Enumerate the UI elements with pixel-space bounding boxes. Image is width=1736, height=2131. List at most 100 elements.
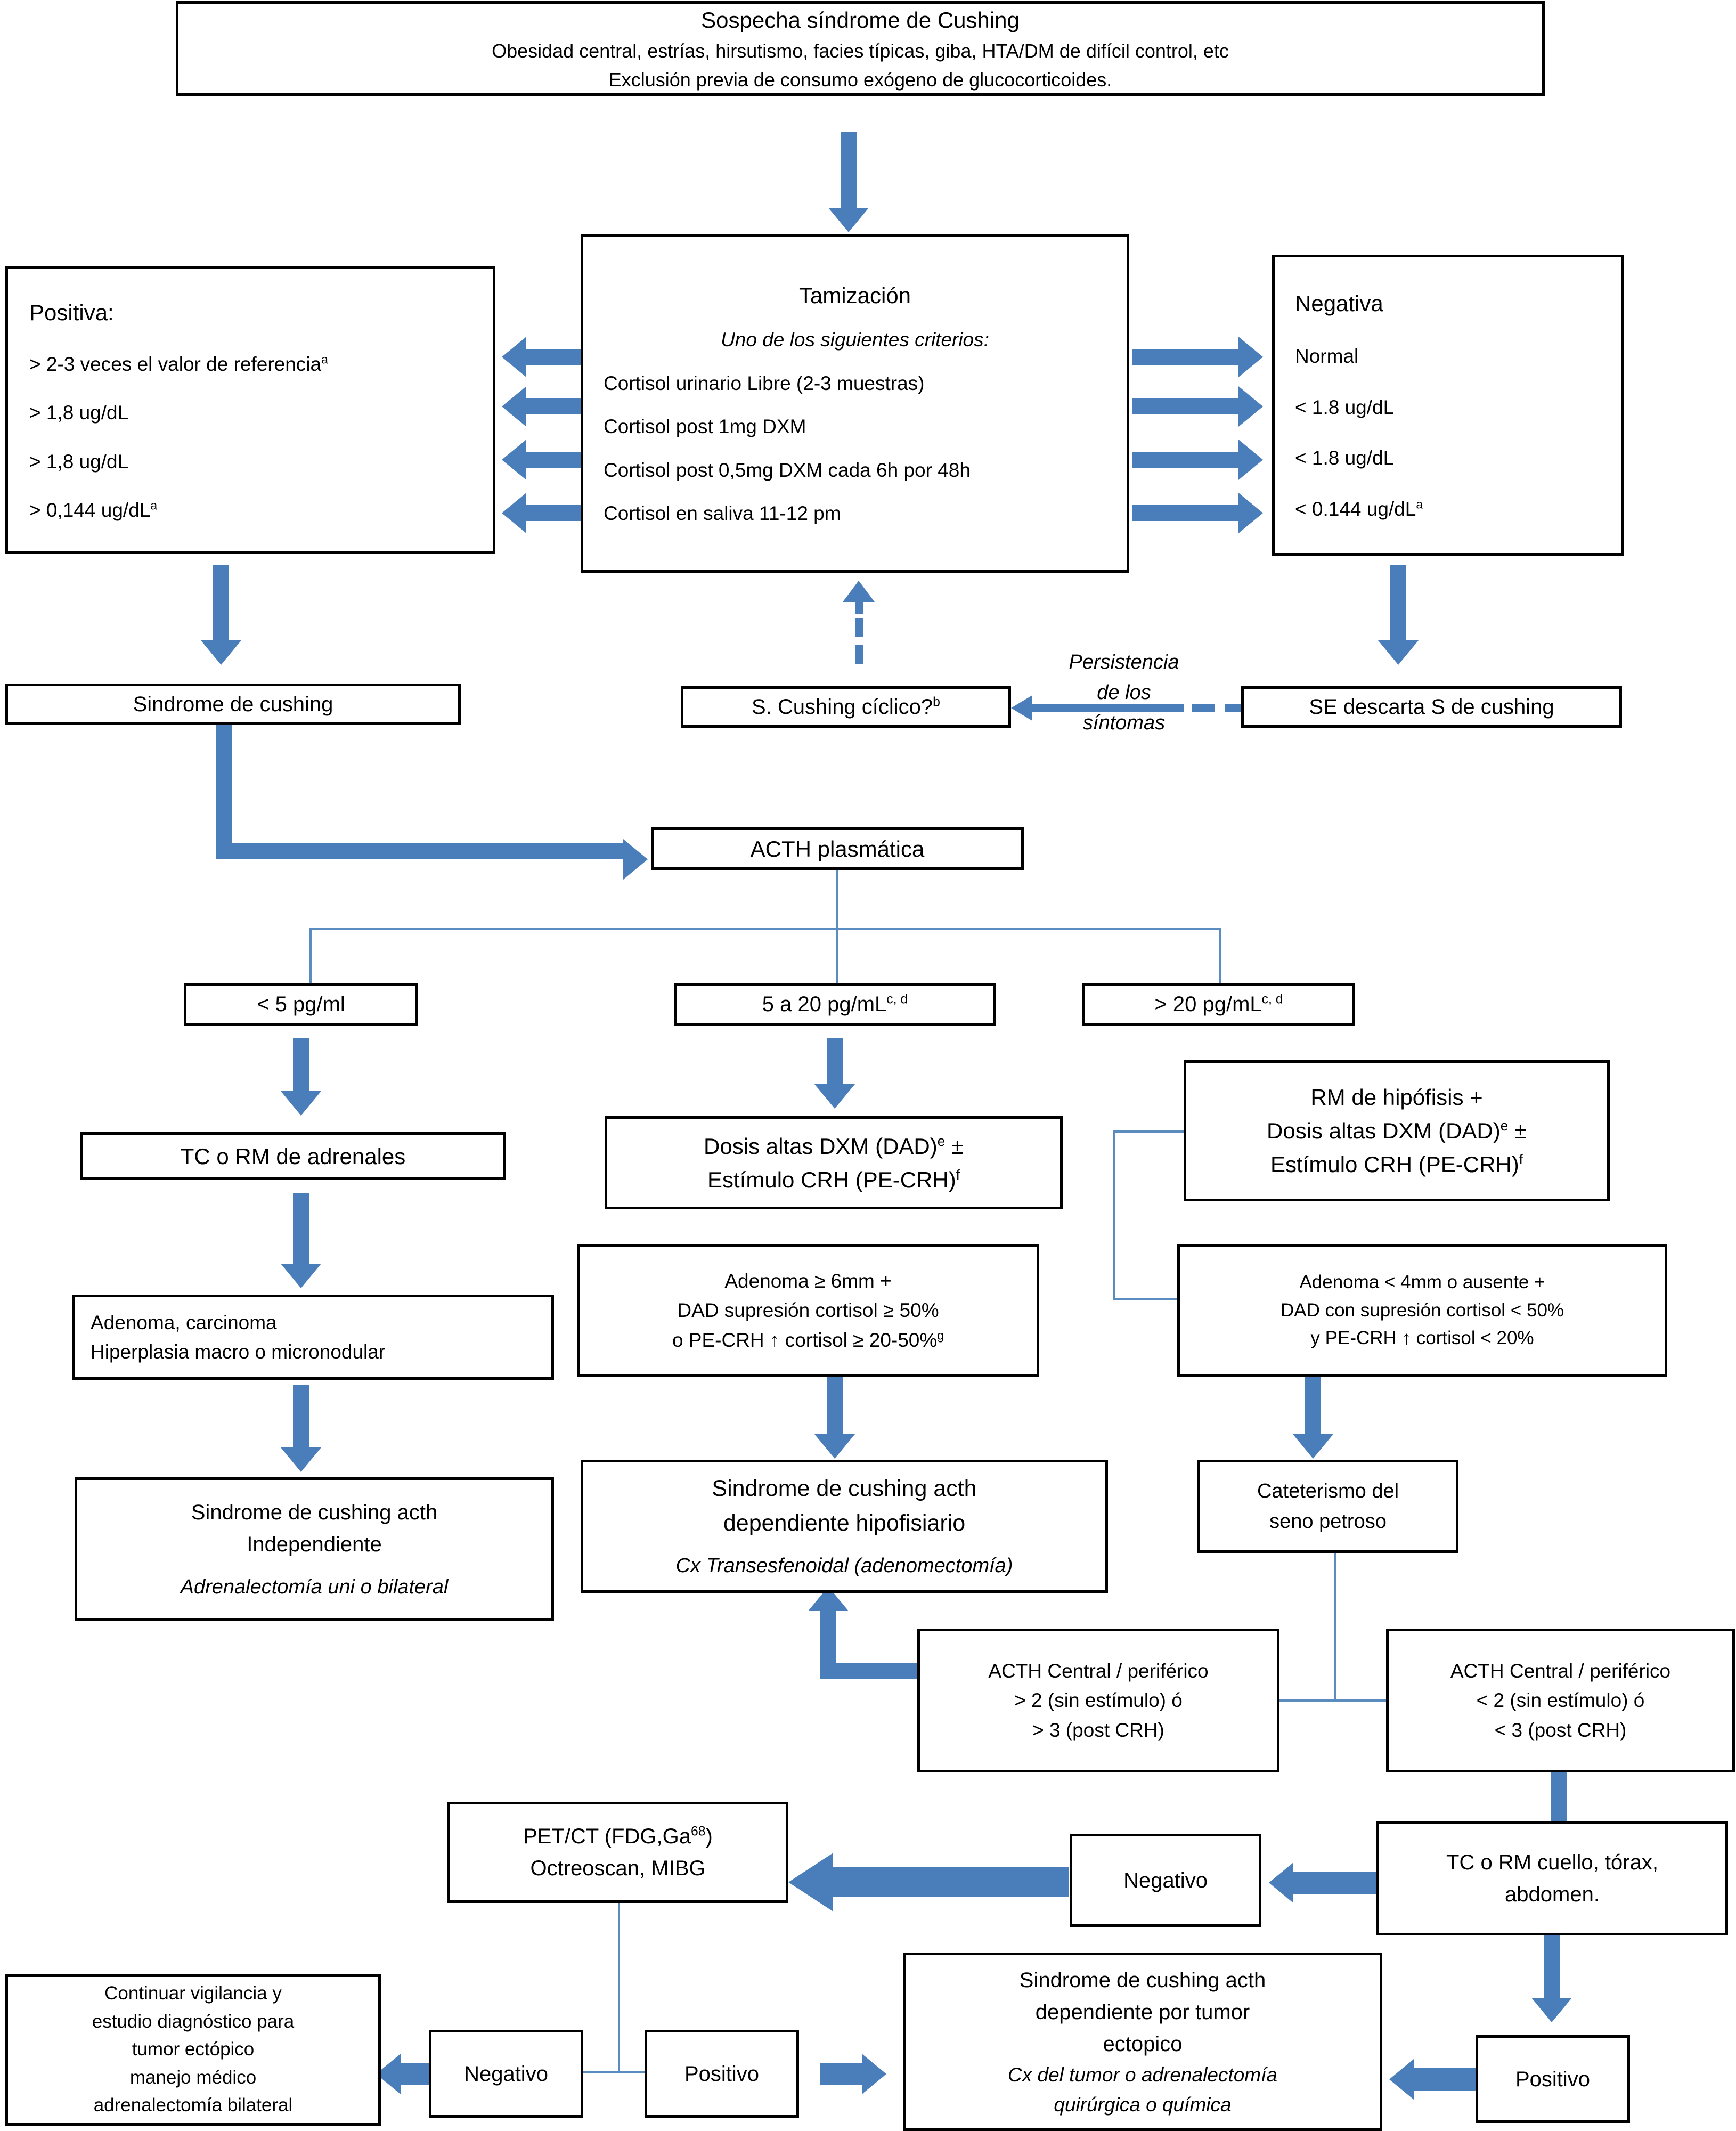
acth-high-label: > 20 pg/mLc, d — [1154, 992, 1283, 1016]
surveillance-line-2: estudio diagnóstico para — [92, 2011, 295, 2032]
node-adenoma-pituitary[interactable]: Adenoma ≥ 6mm + DAD supresión cortisol ≥… — [577, 1244, 1039, 1377]
arrow-findings-to-independent-head — [281, 1447, 321, 1472]
negative-title: Negativa — [1295, 291, 1383, 316]
dad-high-line-2: Estímulo CRH (PE-CRH)f — [1270, 1151, 1523, 1177]
node-acth-low[interactable]: < 5 pg/ml — [184, 983, 418, 1026]
node-pet-ct[interactable]: PET/CT (FDG,Ga68) Octreoscan, MIBG — [447, 1802, 788, 1903]
arrow-negative1-to-petct-shaft — [832, 1867, 1069, 1897]
screening-subtitle: Uno de los siguientes criterios: — [721, 329, 989, 351]
suspicion-line-1: Sospecha síndrome de Cushing — [701, 7, 1020, 32]
screening-criterion-3: Cortisol post 0,5mg DXM cada 6h por 48h — [604, 459, 971, 481]
arrow-screening-to-positive-1-shaft — [526, 349, 582, 365]
negative-value-3: < 1.8 ug/dL — [1295, 447, 1395, 469]
node-dad-high[interactable]: RM de hipófisis + Dosis altas DXM (DAD)e… — [1184, 1060, 1610, 1201]
arrow-screening-to-positive-4-shaft — [526, 505, 582, 521]
node-positive-3[interactable]: Positivo — [1476, 2035, 1630, 2123]
node-pituitary-dependent[interactable]: Sindrome de cushing acth dependiente hip… — [581, 1460, 1108, 1593]
acth-independent-line-1: Sindrome de cushing acth — [191, 1500, 438, 1524]
pet-ct-line-2: Octreoscan, MIBG — [530, 1857, 706, 1880]
node-negative-2[interactable]: Negativo — [429, 2030, 583, 2118]
acth-independent-line-2: Independiente — [247, 1532, 382, 1556]
connector-petct-bus — [505, 2071, 729, 2073]
arrow-screening-to-positive-4-head — [502, 493, 526, 533]
ct-mr-body-line-1: TC o RM cuello, tórax, — [1446, 1850, 1658, 1874]
arrow-positive3-to-ectopic-shaft — [1414, 2068, 1476, 2091]
arrow-cyclic-to-screening-dash-2 — [855, 618, 863, 637]
arrow-screening-to-negative-3-shaft — [1132, 452, 1238, 468]
node-acth-ratio-high[interactable]: ACTH Central / periférico > 2 (sin estím… — [917, 1629, 1279, 1772]
arrow-ctmr-to-positive3-shaft — [1544, 1935, 1560, 2005]
surveillance-line-4: manejo médico — [129, 2067, 257, 2088]
arrow-suspicion-to-screening-head — [828, 208, 869, 232]
cyclic-cushing-label: S. Cushing cíclico?b — [752, 695, 940, 719]
screening-criterion-4: Cortisol en saliva 11-12 pm — [604, 502, 841, 525]
node-negative-1[interactable]: Negativo — [1070, 1834, 1261, 1927]
arrow-positive3-to-ectopic-head — [1389, 2059, 1414, 2100]
node-adrenal-imaging[interactable]: TC o RM de adrenales — [80, 1132, 506, 1180]
acth-plasma-label: ACTH plasmática — [750, 836, 925, 861]
negative-2-label: Negativo — [464, 2062, 548, 2086]
adenoma-pituitary-line-3: o PE-CRH ↑ cortisol ≥ 20-50%g — [672, 1328, 944, 1351]
node-ct-mr-body[interactable]: TC o RM cuello, tórax, abdomen. — [1376, 1821, 1728, 1935]
arrow-screening-to-positive-2-shaft — [526, 398, 582, 414]
arrow-screening-to-negative-4-shaft — [1132, 505, 1238, 521]
arrow-screening-to-negative-1-head — [1238, 337, 1263, 377]
node-acth-plasma[interactable]: ACTH plasmática — [651, 827, 1024, 870]
node-dad-mid[interactable]: Dosis altas DXM (DAD)e ± Estímulo CRH (P… — [605, 1116, 1063, 1209]
arrow-acthmid-to-dad-shaft — [827, 1038, 843, 1088]
positive-title: Positiva: — [29, 299, 114, 325]
node-ectopic[interactable]: Sindrome de cushing acth dependiente por… — [903, 1953, 1382, 2131]
node-screening[interactable]: Tamización Uno de los siguientes criteri… — [581, 234, 1129, 573]
suspicion-line-3: Exclusión previa de consumo exógeno de g… — [608, 68, 1112, 91]
node-positive-2[interactable]: Positivo — [645, 2030, 799, 2118]
arrow-ruledout-to-cyclic-dash-2 — [1192, 704, 1215, 712]
acth-independent-line-3: Adrenalectomía uni o bilateral — [180, 1575, 449, 1598]
node-adrenal-findings[interactable]: Adenoma, carcinoma Hiperplasia macro o m… — [72, 1295, 554, 1380]
ruled-out-label: SE descarta S de cushing — [1309, 695, 1554, 719]
persistence-line-1: Persistencia — [1069, 651, 1179, 673]
ectopic-line-4: Cx del tumor o adrenalectomía — [1008, 2064, 1277, 2086]
acth-ratio-low-line-1: ACTH Central / periférico — [1450, 1660, 1671, 1682]
arrow-ruledout-to-cyclic-dash-1 — [1225, 704, 1243, 712]
connector-petrosal-stem — [1334, 1552, 1336, 1701]
node-acth-independent[interactable]: Sindrome de cushing acth Independiente A… — [75, 1477, 554, 1621]
node-cushing-syndrome[interactable]: Sindrome de cushing — [5, 684, 461, 725]
pet-ct-line-1: PET/CT (FDG,Ga68) — [523, 1824, 713, 1848]
arrow-ctmr-to-negative1-head — [1269, 1862, 1293, 1903]
positive-value-1: > 2-3 veces el valor de referenciaa — [29, 352, 328, 375]
connector-acth-branch-mid — [836, 928, 838, 985]
arrow-ctmr-to-positive3-head — [1531, 1998, 1572, 2022]
node-suspicion[interactable]: Sospecha síndrome de Cushing Obesidad ce… — [176, 1, 1545, 96]
arrow-ctmr-to-negative1-shaft — [1293, 1872, 1376, 1894]
positive-2-label: Positivo — [684, 2062, 760, 2086]
arrow-screening-to-negative-2-head — [1238, 386, 1263, 427]
arrow-acthmid-to-dad-head — [814, 1084, 855, 1109]
node-acth-ratio-low[interactable]: ACTH Central / periférico < 2 (sin estím… — [1386, 1629, 1735, 1772]
negative-value-4: < 0.144 ug/dLa — [1295, 497, 1423, 520]
node-surveillance[interactable]: Continuar vigilancia y estudio diagnósti… — [5, 1974, 381, 2126]
arrow-positive-to-cushing-head — [201, 640, 241, 665]
arrow-suspicion-to-screening-shaft — [841, 132, 857, 212]
arrow-screening-to-positive-2-head — [502, 386, 526, 427]
node-acth-high[interactable]: > 20 pg/mLc, d — [1082, 983, 1355, 1026]
pituitary-dependent-line-3: Cx Transesfenoidal (adenomectomía) — [675, 1555, 1013, 1577]
node-adenoma-small[interactable]: Adenoma < 4mm o ausente + DAD con supres… — [1177, 1244, 1667, 1377]
acth-ratio-low-line-3: < 3 (post CRH) — [1494, 1719, 1627, 1741]
node-petrosal-catheter[interactable]: Cateterismo del seno petroso — [1197, 1460, 1458, 1553]
adenoma-pituitary-line-2: DAD supresión cortisol ≥ 50% — [677, 1299, 939, 1322]
acth-ratio-low-line-2: < 2 (sin estímulo) ó — [1476, 1689, 1645, 1712]
node-acth-mid[interactable]: 5 a 20 pg/mLc, d — [674, 983, 996, 1026]
node-negative[interactable]: Negativa Normal < 1.8 ug/dL < 1.8 ug/dL … — [1272, 255, 1624, 556]
node-positive[interactable]: Positiva: > 2-3 veces el valor de refere… — [5, 266, 495, 554]
arrow-negative1-to-petct-head — [788, 1853, 833, 1912]
negative-value-1: Normal — [1295, 345, 1359, 367]
petrosal-line-2: seno petroso — [1269, 1510, 1387, 1533]
node-ruled-out[interactable]: SE descarta S de cushing — [1241, 686, 1622, 728]
node-cyclic-cushing[interactable]: S. Cushing cíclico?b — [681, 686, 1011, 728]
pituitary-dependent-line-2: dependiente hipofisiario — [723, 1510, 966, 1536]
ectopic-line-1: Sindrome de cushing acth — [1019, 1969, 1266, 1992]
suspicion-line-2: Obesidad central, estrías, hirsutismo, f… — [492, 39, 1229, 62]
arrow-negative-to-ruledout-shaft — [1390, 565, 1406, 645]
arrow-screening-to-negative-4-head — [1238, 493, 1263, 533]
